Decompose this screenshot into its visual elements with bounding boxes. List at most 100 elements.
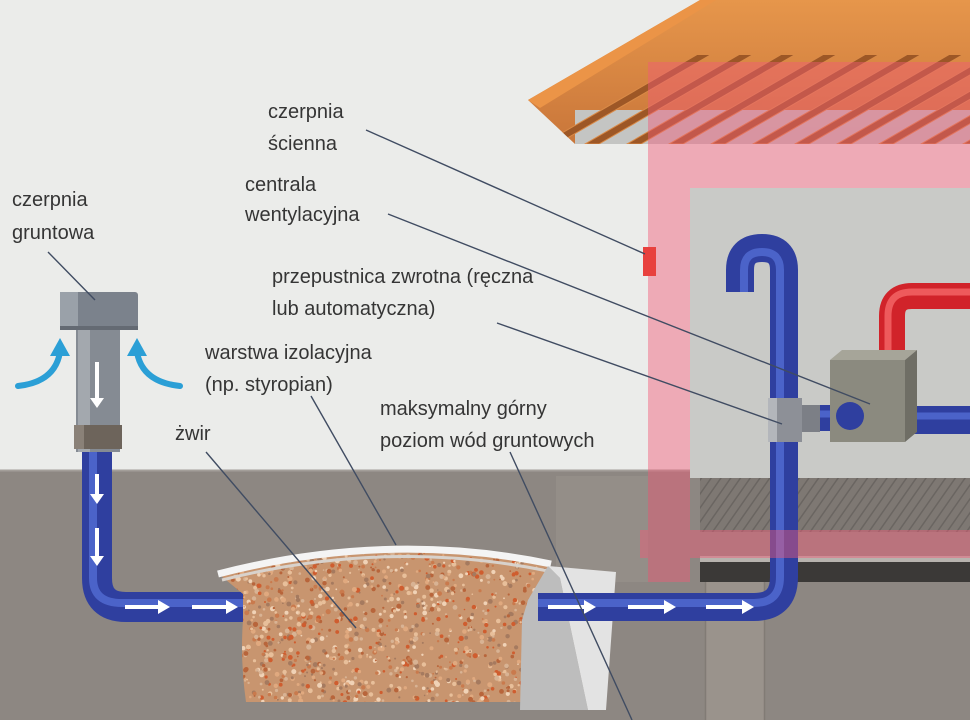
gravel-grain — [300, 634, 303, 637]
gravel-grain — [259, 634, 264, 639]
gravel-grain — [297, 693, 301, 697]
gravel-grain — [511, 669, 517, 675]
gravel-grain — [254, 589, 260, 594]
gravel-grain — [510, 654, 515, 659]
gravel-grain — [310, 673, 314, 676]
gravel-grain — [425, 578, 429, 581]
gravel-grain — [506, 614, 510, 618]
gravel-grain — [468, 570, 473, 574]
gravel-grain — [394, 687, 399, 693]
gravel-grain — [291, 669, 297, 675]
label-groundwater-level: maksymalny górny poziom wód gruntowych — [380, 398, 595, 452]
gravel-grain — [474, 574, 480, 579]
gravel-grain — [388, 659, 391, 662]
gravel-grain — [461, 659, 464, 662]
gravel-grain — [256, 583, 262, 589]
gravel-grain — [469, 627, 473, 632]
gravel-grain — [314, 604, 319, 609]
gravel-grain — [409, 640, 414, 645]
gravel-grain — [353, 560, 358, 565]
gravel-grain — [458, 635, 464, 642]
gravel-grain — [410, 581, 416, 587]
gravel-grain — [520, 600, 526, 605]
gravel-grain — [503, 615, 507, 619]
gravel-grain — [447, 569, 452, 574]
gravel-grain — [490, 631, 495, 637]
gravel-grain — [266, 649, 269, 652]
gravel-grain — [244, 610, 250, 616]
gravel-grain — [382, 569, 386, 574]
flow-arrow-down — [90, 474, 104, 504]
gravel-grain — [469, 615, 474, 620]
supply-pipe — [538, 234, 798, 621]
gravel-grain — [381, 631, 383, 633]
gravel-grain — [265, 644, 269, 648]
gravel-grain — [347, 596, 351, 600]
gravel-grain — [310, 587, 313, 590]
gravel-grain — [384, 633, 386, 636]
gravel-grain — [428, 689, 432, 693]
gravel-grain — [439, 665, 443, 669]
gravel-grain — [361, 564, 365, 569]
gravel-grain — [398, 696, 401, 699]
gravel-grain — [407, 649, 410, 652]
house-ceiling-beam — [690, 148, 970, 188]
gravel-grain — [430, 597, 434, 601]
gravel-grain — [472, 653, 478, 659]
gravel-grain — [264, 680, 270, 685]
gravel-grain — [373, 650, 377, 653]
gravel-grain — [328, 676, 333, 680]
gravel-grain — [391, 644, 395, 649]
gravel-grain — [310, 668, 316, 674]
gravel-grain — [264, 601, 266, 603]
gravel-grain — [295, 597, 301, 603]
gravel-grain — [432, 603, 436, 607]
gravel-grain — [429, 632, 431, 635]
gravel-grain — [421, 641, 424, 644]
gravel-grain — [269, 616, 274, 621]
gravel-grain — [507, 593, 510, 596]
gravel-grain — [464, 635, 469, 640]
gravel-grain — [376, 697, 381, 702]
gravel-grain — [346, 695, 351, 701]
gravel-grain — [296, 651, 300, 655]
leader-ground-intake — [47, 251, 96, 301]
gravel-grain — [252, 691, 257, 696]
gravel-grain — [298, 671, 302, 675]
gravel-grain — [248, 602, 251, 605]
gravel-grain — [281, 589, 284, 592]
roof-rafter — [625, 55, 891, 144]
gravel-grain — [330, 563, 335, 568]
gravel-grain — [328, 628, 332, 632]
gravel-grain — [282, 602, 284, 605]
label-insulation-layer-line1: warstwa izolacyjna — [204, 342, 373, 364]
insulation-top-shadow — [221, 555, 549, 582]
gravel-grain — [241, 646, 246, 651]
gravel-grain — [405, 644, 410, 649]
gravel-grain — [357, 682, 362, 687]
gravel-grain — [243, 596, 246, 599]
gravel-grain — [449, 665, 453, 670]
gravel-grain — [329, 698, 332, 701]
gravel-grain — [448, 634, 451, 637]
gravel-grain — [273, 695, 278, 700]
gravel-grain — [404, 586, 409, 591]
roof-rafter — [583, 55, 849, 144]
gravel-grain — [294, 691, 299, 696]
gravel-grain — [290, 591, 293, 594]
gravel-grain — [304, 675, 306, 678]
gravel-grain — [513, 677, 518, 681]
gravel-grain — [286, 601, 292, 607]
gravel-grain — [462, 629, 467, 634]
gravel-grain — [315, 618, 320, 623]
flow-arrow-right — [125, 600, 170, 614]
gravel-grain — [288, 693, 292, 697]
gravel-grain — [301, 683, 305, 687]
gravel-grain — [427, 699, 431, 702]
gravel-grain — [434, 681, 440, 688]
gravel-grain — [264, 591, 269, 597]
gravel-grain — [349, 680, 355, 686]
gravel-grain — [400, 568, 404, 573]
gravel-grain — [452, 681, 457, 687]
gravel-grain — [257, 591, 262, 596]
